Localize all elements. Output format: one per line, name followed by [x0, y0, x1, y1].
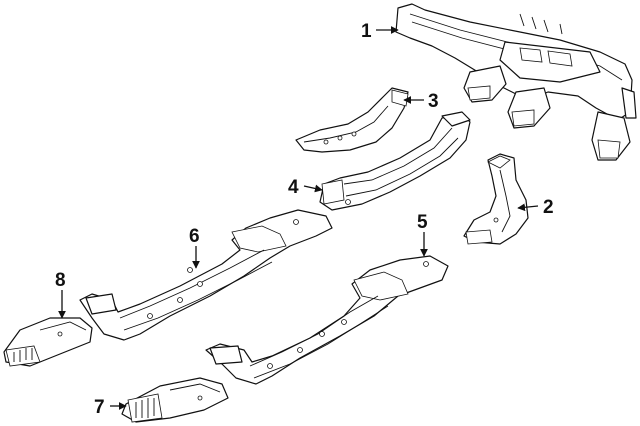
callout-2: 2 [543, 197, 554, 218]
leader-4 [303, 184, 323, 193]
callout-1: 1 [361, 21, 372, 42]
part-3-duct[interactable] [295, 87, 409, 153]
part-8-outlet[interactable] [3, 317, 93, 367]
callout-5: 5 [417, 212, 428, 233]
callout-6: 6 [189, 226, 200, 247]
callout-7: 7 [94, 397, 105, 418]
callout-4: 4 [288, 177, 299, 198]
callout-leaders [58, 26, 539, 410]
part-4-duct[interactable] [319, 111, 471, 211]
part-7-outlet[interactable] [121, 377, 229, 423]
leader-2 [517, 203, 539, 212]
callout-labels: 1 2 3 4 5 6 7 8 [55, 21, 554, 418]
part-2-duct[interactable] [463, 153, 529, 245]
part-1-main-duct[interactable] [395, 3, 637, 161]
callout-3: 3 [428, 91, 439, 112]
part-6-floor-duct[interactable] [79, 209, 333, 341]
callout-8: 8 [55, 270, 66, 291]
part-5-floor-duct[interactable] [205, 255, 449, 385]
